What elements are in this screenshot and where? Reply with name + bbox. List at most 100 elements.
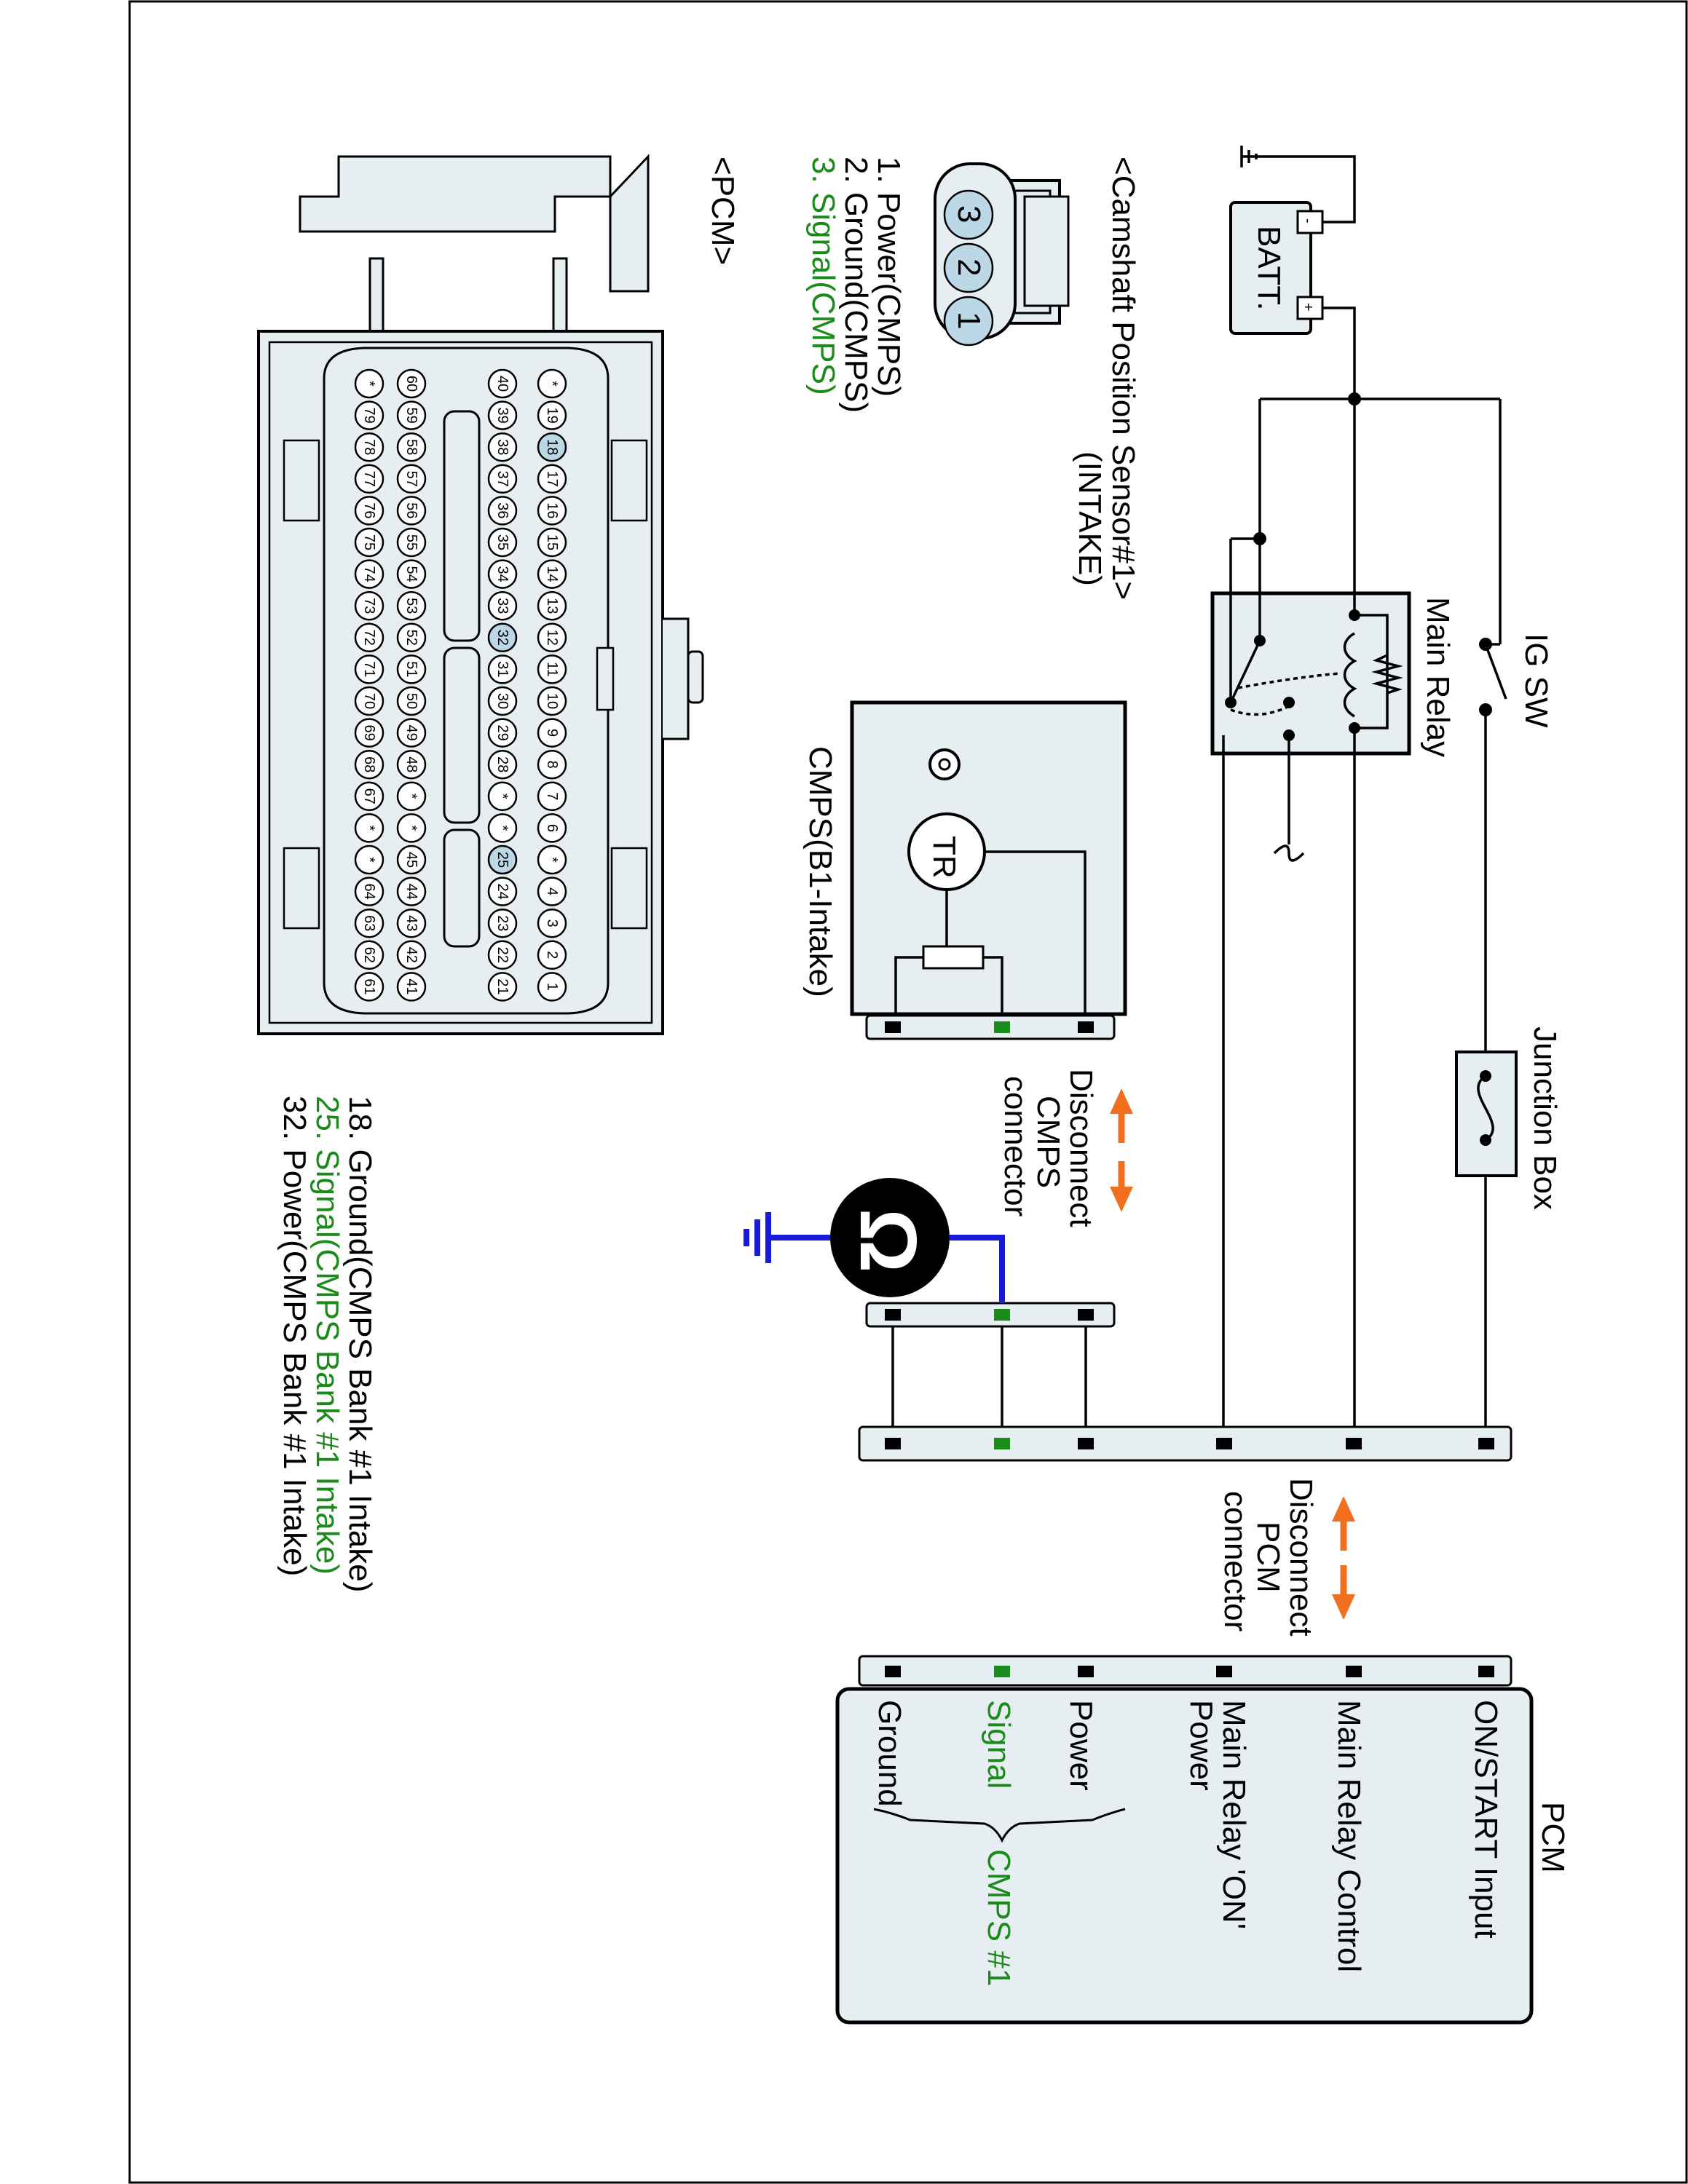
ohmmeter-symbol: Ω bbox=[843, 1208, 933, 1273]
pcm-pin-label: 71 bbox=[361, 661, 377, 677]
pcm-pin bbox=[396, 749, 427, 780]
pcm-pin-label: 57 bbox=[403, 471, 419, 487]
pcm-pin-label: 30 bbox=[494, 693, 510, 709]
pcm-pin-label: 68 bbox=[361, 756, 377, 772]
pcm-input-ground: Ground bbox=[872, 1700, 907, 1807]
pcm-pin-label: 16 bbox=[544, 502, 560, 518]
pcm-pin bbox=[487, 527, 518, 558]
pcm-pin bbox=[396, 654, 427, 684]
pcm-pin bbox=[537, 908, 567, 938]
pcm-pin bbox=[396, 686, 427, 716]
pcm-pin bbox=[537, 527, 567, 558]
pcm-pin bbox=[537, 400, 567, 430]
pcm-pin bbox=[537, 813, 567, 843]
pcm-pin bbox=[354, 972, 384, 1002]
pcm-pin-label: * bbox=[494, 794, 510, 799]
pcm-pin-label: 50 bbox=[403, 693, 419, 709]
pcm-pin-label: * bbox=[361, 826, 377, 831]
pcm-pin bbox=[354, 908, 384, 938]
pcm-pin bbox=[354, 464, 384, 494]
pcm-pin-label: * bbox=[494, 826, 510, 831]
pcm-pin-label: 31 bbox=[494, 661, 510, 677]
pcm-pin-label: 9 bbox=[544, 729, 560, 737]
pcm-pin-label: 64 bbox=[361, 883, 377, 899]
cmps-pin-2 bbox=[943, 242, 994, 293]
pcm-pin bbox=[487, 686, 518, 716]
pcm-pin bbox=[354, 781, 384, 812]
pcm-pin bbox=[396, 781, 427, 812]
pcm-pin-label: 41 bbox=[403, 978, 419, 994]
pcm-pin-label: 29 bbox=[494, 724, 510, 740]
pcm-pin bbox=[354, 368, 384, 399]
pcm-pin-label: 33 bbox=[494, 598, 510, 614]
pcm-input-main-relay-control: Main Relay Control bbox=[1331, 1700, 1367, 1972]
pcm-pin-label: 44 bbox=[403, 883, 419, 899]
disconnect-pcm-line3: connector bbox=[1218, 1491, 1253, 1631]
pcm-pin bbox=[354, 940, 384, 970]
pcm-pin bbox=[487, 781, 518, 812]
pcm-pin bbox=[396, 940, 427, 970]
cmps-group-brace bbox=[873, 1808, 1126, 1843]
pcm-pin bbox=[537, 844, 567, 875]
cmps-pin-3 bbox=[943, 189, 994, 240]
pcm-pin bbox=[487, 368, 518, 399]
pcm-pin-label: 3 bbox=[544, 919, 560, 927]
pcm-pin-label: 73 bbox=[361, 598, 377, 614]
pcm-pin-label: 77 bbox=[361, 471, 377, 487]
pcm-pin bbox=[354, 527, 384, 558]
pcm-pin bbox=[354, 654, 384, 684]
pcm-pin bbox=[487, 590, 518, 621]
pcm-pin bbox=[537, 940, 567, 970]
pcm-pin bbox=[396, 718, 427, 748]
ohmmeter: Ω bbox=[744, 1178, 1005, 1303]
pcm-input-main-relay-on-power-2: Power bbox=[1183, 1700, 1219, 1791]
cmps-group-label: CMPS #1 bbox=[981, 1849, 1017, 1986]
pcm-connector-pcm-side bbox=[858, 1655, 1513, 1687]
main-relay-label: Main Relay bbox=[1420, 597, 1456, 757]
pcm-pin-grid: *191817161514131211109876*43214039383736… bbox=[354, 368, 567, 1002]
pcm-pin bbox=[354, 686, 384, 716]
pcm-pin bbox=[396, 877, 427, 906]
pcm-input-signal: Signal bbox=[981, 1700, 1017, 1789]
pcm-title: PCM bbox=[1535, 1802, 1571, 1873]
pcm-pin-label: * bbox=[544, 857, 560, 863]
pcm-pin-label: 36 bbox=[494, 502, 510, 518]
pcm-pin-label: * bbox=[361, 857, 377, 863]
pcm-pin bbox=[487, 622, 518, 653]
pcm-pin-label: 4 bbox=[544, 887, 560, 895]
pcm-pin bbox=[354, 559, 384, 589]
pcm-pin bbox=[354, 813, 384, 843]
pcm-pin bbox=[396, 972, 427, 1002]
pcm-pin bbox=[487, 432, 518, 462]
arrow-down-icon bbox=[1110, 1187, 1133, 1212]
pcm-pin bbox=[537, 559, 567, 589]
pcm-pin-label: 2 bbox=[544, 951, 560, 959]
pcm-pin bbox=[487, 654, 518, 684]
main-relay: Main Relay bbox=[1210, 591, 1456, 757]
battery-plus-label: + bbox=[1300, 303, 1316, 312]
cmps-connector-sensor-side bbox=[865, 1014, 1116, 1040]
cmps-pin-1-number: 1 bbox=[951, 312, 987, 329]
pcm-pin-label: 45 bbox=[403, 852, 419, 868]
pcm-pin bbox=[396, 496, 427, 526]
pcm-pin-label: 10 bbox=[544, 693, 560, 709]
pcm-pin bbox=[354, 877, 384, 906]
ground-symbol-battery bbox=[1240, 146, 1258, 167]
pcm-pin bbox=[354, 432, 384, 462]
pcm-pin-label: 38 bbox=[494, 439, 510, 455]
pcm-pin-label: 54 bbox=[403, 566, 419, 582]
pcm-pin bbox=[354, 749, 384, 780]
pcm-pin-label: 18 bbox=[544, 439, 560, 455]
battery-label: BATT. bbox=[1251, 226, 1287, 311]
cmps-pin-legend-2: 2. Ground(CMPS) bbox=[838, 157, 874, 413]
pcm-pin bbox=[537, 622, 567, 653]
pcm-connector-harness-side bbox=[858, 1425, 1513, 1462]
pcm-pin-note-32: 32. Power(CMPS Bank #1 Intake) bbox=[277, 1096, 312, 1576]
pcm-pin-label: 69 bbox=[361, 724, 377, 740]
pcm-pin bbox=[396, 559, 427, 589]
pcm-pin-label: 7 bbox=[544, 792, 560, 800]
pcm-pin bbox=[487, 400, 518, 430]
pcm-pin-label: 6 bbox=[544, 824, 560, 832]
pcm-pin-label: 56 bbox=[403, 502, 419, 518]
pcm-pin bbox=[537, 877, 567, 906]
